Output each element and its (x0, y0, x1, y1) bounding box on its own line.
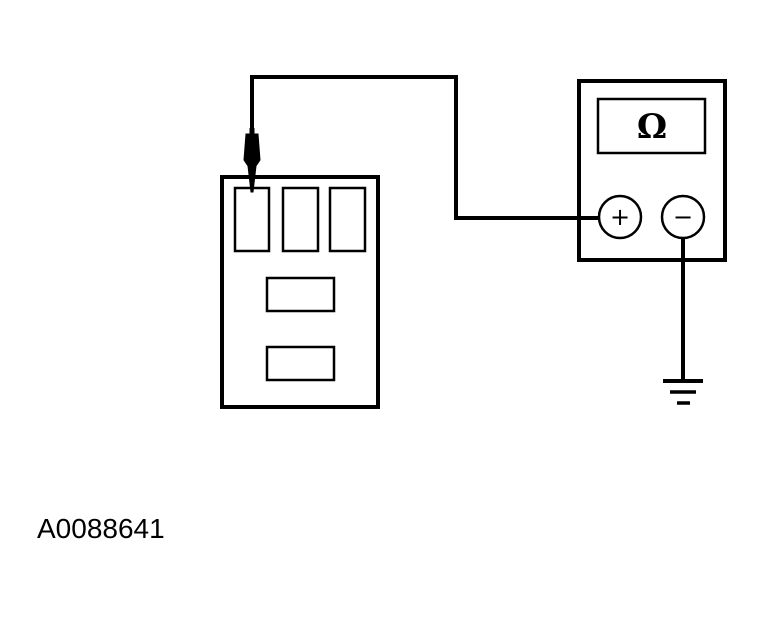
terminal-slot-4 (265, 276, 336, 313)
terminal-slot-2 (281, 186, 320, 253)
terminal-slot-3 (328, 186, 367, 253)
ohm-symbol: Ω (637, 107, 667, 147)
figure-id-label: A0088641 (37, 513, 165, 544)
probe-tip-icon (243, 128, 261, 193)
positive-terminal-label: + (610, 203, 630, 231)
meter-display (596, 97, 707, 155)
ground-symbol-icon (663, 379, 703, 405)
component-box (220, 175, 380, 409)
terminal-slot-1 (233, 186, 271, 253)
negative-terminal-label: − (673, 203, 693, 231)
positive-terminal (597, 194, 643, 240)
multimeter: Ω + − (577, 79, 727, 262)
terminal-slot-5 (265, 345, 336, 382)
positive-test-lead (250, 75, 598, 220)
